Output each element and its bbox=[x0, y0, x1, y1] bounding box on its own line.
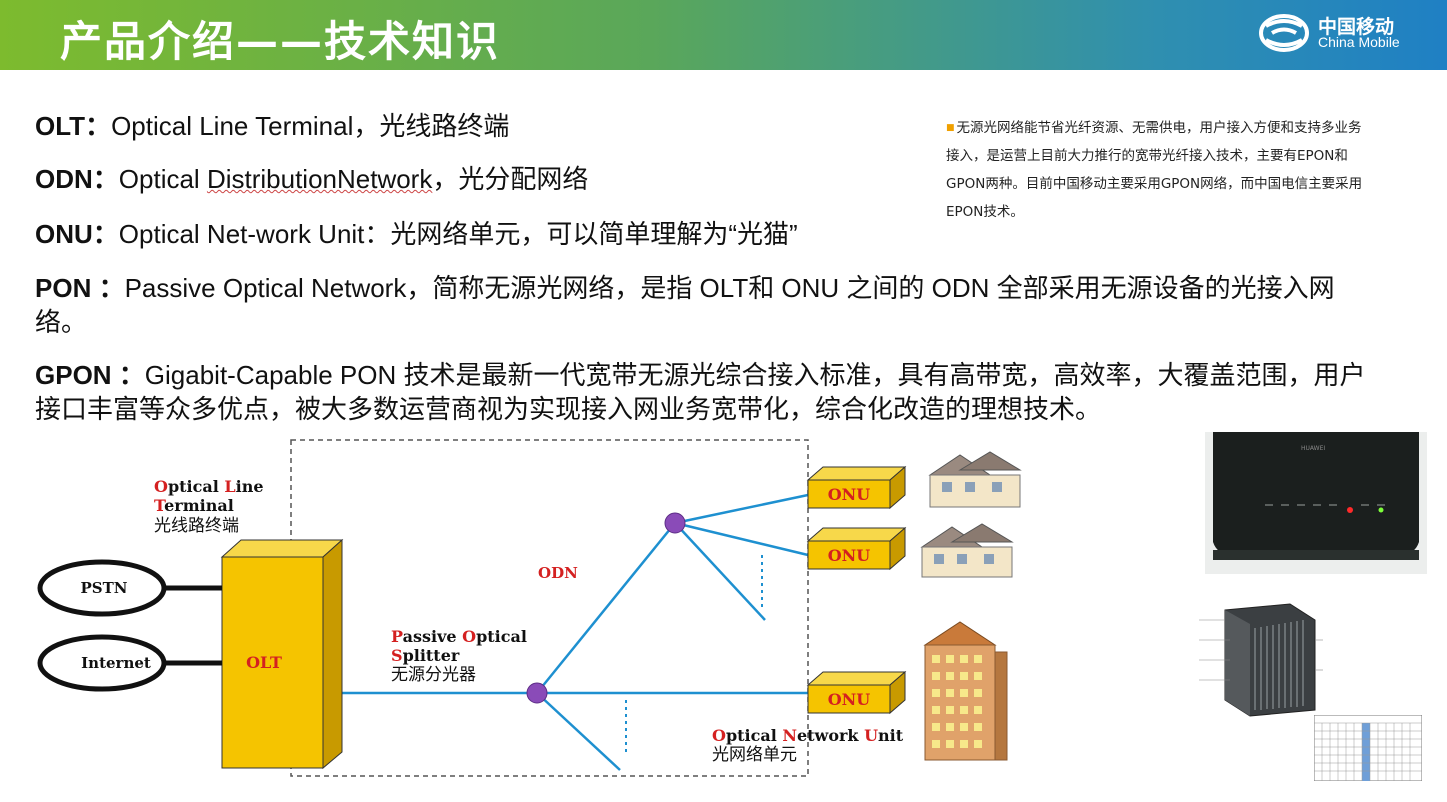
definition-pon-text: Passive Optical Network，简称无源光网络，是指 OLT和 … bbox=[35, 273, 1335, 337]
odn-boundary bbox=[290, 439, 809, 777]
router-led-red bbox=[1347, 507, 1353, 513]
term-odn: ODN： bbox=[35, 164, 119, 194]
definition-olt-text: Optical Line Terminal，光线路终端 bbox=[111, 111, 510, 141]
office-building-icon bbox=[923, 621, 1008, 761]
definition-odn: ODN：Optical DistributionNetwork，光分配网络 bbox=[35, 163, 588, 195]
splitter-caption-cn: 无源分光器 bbox=[391, 665, 476, 685]
splitter-caption-en-line2: Splitter bbox=[391, 646, 460, 665]
onu-label-3: ONU bbox=[828, 690, 871, 709]
term-gpon: GPON ： bbox=[35, 360, 145, 390]
header-bar: 产品介绍——技术知识 中国移动 China Mobile bbox=[0, 0, 1447, 70]
china-mobile-logo: 中国移动 China Mobile bbox=[1258, 12, 1428, 58]
olt-caption-en-line2: Terminal bbox=[154, 496, 234, 515]
definition-odn-text-post: ，光分配网络 bbox=[432, 164, 589, 194]
config-table-photo bbox=[1314, 715, 1422, 781]
onu-caption-en: Optical Network Unit bbox=[712, 726, 904, 745]
china-mobile-logo-icon bbox=[1259, 14, 1309, 52]
logo-text-cn: 中国移动 bbox=[1318, 16, 1395, 38]
splitter-node-main bbox=[526, 682, 548, 704]
router-brand-text: HUAWEI bbox=[1301, 445, 1325, 452]
definition-onu: ONU：Optical Net-work Unit：光网络单元，可以简单理解为“… bbox=[35, 218, 798, 250]
pstn-label: PSTN bbox=[81, 579, 128, 597]
olt-box-side bbox=[322, 538, 343, 770]
internet-node bbox=[37, 634, 167, 692]
onu-caption-cn: 光网络单元 bbox=[712, 745, 797, 765]
pstn-node bbox=[37, 559, 167, 617]
definition-odn-text-pre: Optical bbox=[118, 164, 207, 194]
fiber-lines bbox=[342, 493, 809, 771]
onu-box-1: ONU bbox=[806, 465, 907, 510]
splitter-node-secondary bbox=[664, 512, 686, 534]
house-icon-2 bbox=[920, 523, 1014, 578]
term-olt: OLT： bbox=[35, 111, 112, 141]
fiber-splitter-splitter2 bbox=[536, 522, 676, 694]
onu-label-1: ONU bbox=[828, 485, 871, 504]
definition-gpon-text: Gigabit-Capable PON 技术是最新一代宽带无源光综合接入标准，具… bbox=[35, 360, 1366, 424]
term-pon: PON ： bbox=[35, 273, 125, 303]
onu-router-photo: HUAWEI bbox=[1205, 432, 1427, 574]
onu-label-2: ONU bbox=[828, 546, 871, 565]
onu-box-3: ONU bbox=[806, 670, 907, 715]
side-note-text: 无源光网络能节省光纤资源、无需供电，用户接入方便和支持多业务接入，是运营上目前大… bbox=[946, 120, 1363, 220]
fiber-splitter2-branch bbox=[674, 522, 766, 621]
logo-text-en: China Mobile bbox=[1318, 34, 1400, 50]
olt-box-top bbox=[220, 539, 344, 558]
house-icon-1 bbox=[928, 451, 1022, 508]
term-onu: ONU： bbox=[35, 219, 119, 249]
olt-caption-en-line1: Optical Line bbox=[154, 477, 264, 496]
fiber-splitter-branch bbox=[536, 692, 621, 771]
definition-olt: OLT：Optical Line Terminal，光线路终端 bbox=[35, 110, 509, 142]
definition-onu-text: Optical Net-work Unit：光网络单元，可以简单理解为“光猫” bbox=[118, 219, 798, 249]
definition-odn-text-wavy: DistributionNetwork bbox=[206, 164, 433, 194]
bullet-icon: ■ bbox=[946, 123, 955, 133]
internet-label: Internet bbox=[81, 654, 151, 672]
side-note: ■无源光网络能节省光纤资源、无需供电，用户接入方便和支持多业务接入，是运营上目前… bbox=[946, 114, 1371, 226]
definition-pon: PON ：Passive Optical Network，简称无源光网络，是指 … bbox=[35, 271, 1375, 339]
pon-network-diagram: OLT PSTN Internet Optical Line Terminal … bbox=[37, 439, 1022, 777]
fiber-splitter2-onu2 bbox=[674, 521, 809, 557]
definition-gpon: GPON ：Gigabit-Capable PON 技术是最新一代宽带无源光综合… bbox=[35, 358, 1375, 426]
router-led-green bbox=[1378, 507, 1384, 513]
odn-label: ODN bbox=[538, 564, 578, 582]
onu-box-2: ONU bbox=[806, 526, 907, 571]
fiber-dots bbox=[625, 555, 763, 752]
olt-label: OLT bbox=[246, 653, 282, 672]
olt-caption-cn: 光线路终端 bbox=[154, 516, 239, 536]
olt-box-front bbox=[221, 556, 324, 769]
page-title: 产品介绍——技术知识 bbox=[60, 17, 501, 66]
splitter-caption-en-line1: Passive Optical bbox=[391, 627, 527, 646]
olt-rack-photo bbox=[1195, 600, 1325, 720]
fiber-splitter2-onu1 bbox=[674, 493, 809, 525]
